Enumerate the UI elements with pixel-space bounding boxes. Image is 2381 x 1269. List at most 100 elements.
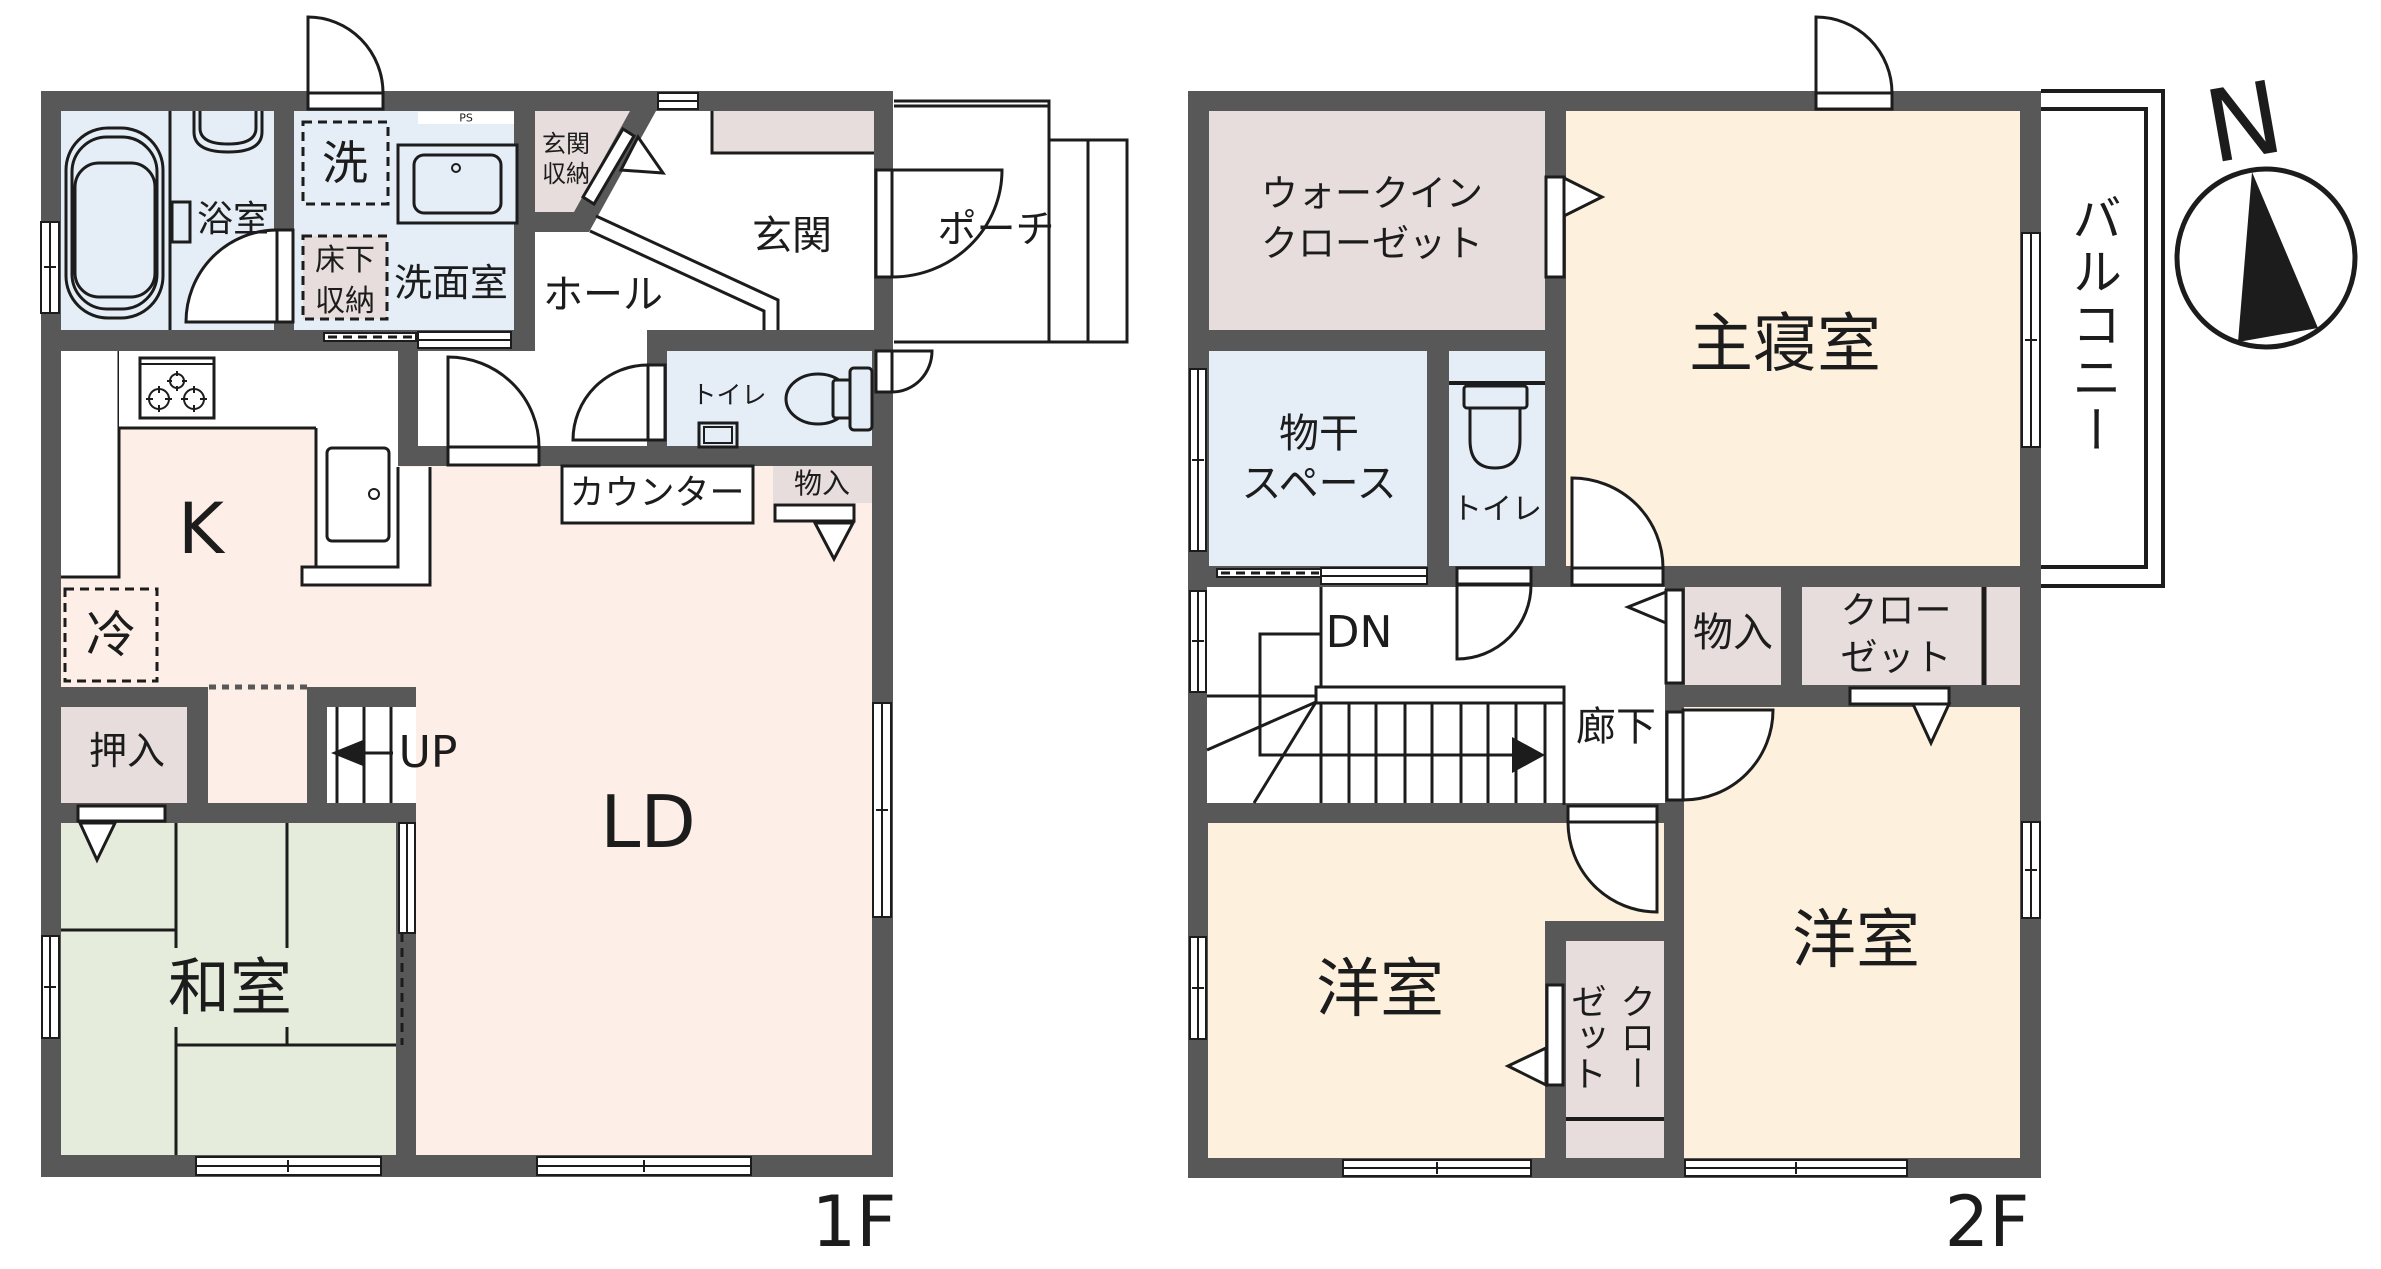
toilet-door-panel: [646, 363, 667, 442]
master-bedroom-area: [1566, 111, 2020, 566]
label-western-room-right: 洋室: [1792, 904, 1920, 978]
window: [536, 1156, 752, 1176]
toilet2-tank-icon: [1462, 384, 1529, 410]
label-walk-in-closet-line1: ウォークイン: [1261, 172, 1483, 215]
kitchen-sink-icon: [325, 446, 391, 543]
toilet-door-swing-icon: [571, 363, 650, 442]
japanese-room-area: [61, 823, 396, 1155]
entrance-hall-area: [418, 111, 874, 446]
walk-in-closet-door-panel: [1544, 175, 1566, 279]
label-storage1: 物入: [793, 467, 851, 500]
label-drying-space-line1: 物干: [1278, 411, 1359, 457]
label-entrance: 玄関: [752, 213, 832, 259]
storage-door-panel: [773, 503, 856, 523]
western-room-left-door-opening: [1566, 804, 1659, 824]
living-dining-area: [416, 686, 872, 1155]
storage2-door-panel: [1664, 588, 1685, 685]
window-sash: [1192, 369, 1204, 551]
window-sash: [1685, 1162, 1907, 1174]
label-entrance-storage-line1: 玄関: [542, 130, 590, 158]
western-room-right-door-panel: [1665, 710, 1685, 802]
closet-area: [61, 707, 187, 803]
label-storage2: 物入: [1693, 610, 1773, 656]
entrance-step-line-outer: [595, 214, 780, 330]
label-washer-space: 洗: [322, 136, 368, 190]
label-drying-space-line2: スペース: [1241, 461, 1397, 507]
western-room-left-door-swing-icon: [1566, 820, 1659, 914]
label-corridor: 廊下: [1576, 704, 1656, 750]
walk-in-closet-area: [1209, 111, 1545, 330]
burner-icon: [167, 371, 187, 391]
burner-ticks: [146, 386, 172, 412]
label-closet1: 押入: [88, 729, 166, 773]
label-closet2-line1: クロー: [1840, 589, 1952, 632]
drying-space-area: [1209, 351, 1427, 566]
window: [1189, 590, 1207, 693]
bath-basin-inner-icon: [198, 111, 258, 146]
stairs-up-arrow-icon: [331, 740, 363, 766]
window-sash: [196, 1160, 381, 1172]
window-sash: [1192, 937, 1204, 1039]
label-toilet2: トイレ: [1452, 492, 1542, 527]
window-sash: [876, 703, 888, 917]
closet-left-room-door-panel: [1545, 983, 1565, 1087]
label-stairs-up: UP: [398, 727, 458, 778]
label-entrance-storage-line2: 収納: [542, 160, 590, 188]
top-door2-opening: [1814, 91, 1894, 111]
closet2-door-marker-icon: [1910, 702, 1952, 747]
entrance-step-line-inner: [589, 229, 766, 330]
storage-area: [773, 466, 872, 503]
entrance-storage-door-panel: [580, 126, 637, 207]
label-entrance-storage: 玄関 収納: [542, 129, 590, 189]
window: [1189, 936, 1207, 1040]
window: [40, 221, 60, 314]
balcony-outer-rail: [2041, 89, 2165, 588]
refrigerator-space-box: [63, 587, 159, 683]
kitchen-island-inner-line: [316, 467, 400, 569]
window: [1189, 368, 1207, 552]
label-refrigerator: 冷: [86, 606, 136, 664]
toilet-window-panel: [874, 349, 894, 394]
master-bedroom-door-swing-icon: [1570, 476, 1665, 570]
label-living-dining: LD: [600, 780, 696, 864]
window-sash: [1343, 1162, 1531, 1174]
kitchen-island-outline: [300, 428, 432, 587]
burner-icon: [181, 386, 207, 412]
closet-left-room-area: [1566, 941, 1664, 1158]
ld-door-swing-icon: [446, 355, 541, 449]
balcony-inner-rail: [2041, 107, 2148, 569]
storage2-area: [1685, 587, 1781, 685]
washroom-exterior-door-swing-icon: [306, 15, 385, 95]
front-door-panel: [874, 168, 894, 279]
label-counter: カウンター: [569, 473, 745, 514]
toilet-hand-sink-bowl-icon: [703, 426, 733, 444]
western-room-right-area: [1684, 707, 2020, 1158]
floor2-plan: [1188, 15, 2165, 1178]
underfloor-storage-box: [301, 234, 389, 321]
entrance-storage-door-marker-icon: [618, 134, 667, 175]
top-door2-swing-icon: [1814, 15, 1894, 95]
storage-door-marker-icon: [812, 521, 856, 563]
closet2-door-panel: [1848, 686, 1951, 706]
label-washroom: 洗面室: [393, 261, 509, 305]
kitchen-side-counter: [61, 351, 119, 577]
label-closet-left-room-line1: クロー: [1614, 983, 1655, 1091]
shoe-cabinet: [712, 111, 874, 153]
label-underfloor-storage: 床下 収納: [315, 240, 375, 322]
burner-icon: [146, 386, 172, 412]
window: [2021, 821, 2041, 919]
shoe-cabinet-outline: [710, 111, 874, 155]
wash-basin-icon: [396, 143, 519, 225]
window-sash: [537, 1160, 751, 1172]
stairs-down-arrow-icon: [1512, 737, 1545, 773]
stair-treads: [1319, 703, 1518, 803]
window: [2021, 232, 2041, 448]
toilet-window-swing-icon: [890, 349, 934, 394]
label-walk-in-closet: ウォークイン クローゼット: [1261, 169, 1483, 269]
tatami-lines: [61, 823, 396, 1155]
label-western-room-left: 洋室: [1316, 953, 1444, 1027]
label-underfloor-storage-line2: 収納: [315, 284, 375, 319]
bathtub-basin-icon: [73, 161, 157, 299]
washroom-sliding-door-a: [323, 332, 417, 342]
